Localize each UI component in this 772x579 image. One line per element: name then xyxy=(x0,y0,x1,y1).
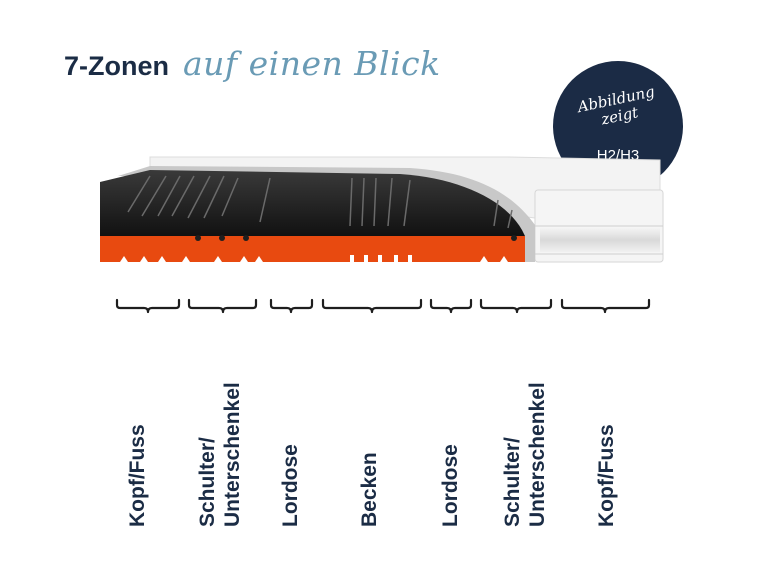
zone-label-line: Unterschenkel xyxy=(526,382,549,527)
zone-braces xyxy=(115,298,651,314)
zone-label-schulter-right: Schulter/ Unterschenkel xyxy=(500,382,549,527)
zone-label-kopf-fuss-right: Kopf/Fuss xyxy=(595,424,618,527)
zone-label-line: Kopf/Fuss xyxy=(126,424,149,527)
foam-base xyxy=(100,236,525,262)
brace-6 xyxy=(479,298,553,314)
title: 7-Zonen auf einen Blick xyxy=(64,44,441,83)
brace-3 xyxy=(269,298,314,314)
zone-label-line: Becken xyxy=(358,452,381,527)
foam-core xyxy=(100,170,525,236)
zone-label-line: Schulter/ xyxy=(501,437,524,527)
title-script: auf einen Blick xyxy=(183,44,441,83)
brace-7 xyxy=(560,298,651,314)
zone-label-schulter-left: Schulter/ Unterschenkel xyxy=(195,382,244,527)
brace-5 xyxy=(429,298,473,314)
brace-4 xyxy=(321,298,423,314)
zone-label-line: Schulter/ xyxy=(196,437,219,527)
zone-label-lordose-left: Lordose xyxy=(279,444,302,527)
zone-label-line: Kopf/Fuss xyxy=(595,424,618,527)
brace-1 xyxy=(115,298,181,314)
zone-label-kopf-fuss-left: Kopf/Fuss xyxy=(126,424,149,527)
zone-label-becken: Becken xyxy=(358,452,381,527)
brace-2 xyxy=(187,298,258,314)
zone-label-line: Unterschenkel xyxy=(221,382,244,527)
base-holes xyxy=(195,235,517,241)
title-bold: 7-Zonen xyxy=(64,51,169,81)
zone-label-lordose-right: Lordose xyxy=(439,444,462,527)
cover-side-mesh xyxy=(540,228,660,252)
zone-cuts xyxy=(127,175,513,229)
zone-label-line: Lordose xyxy=(439,444,462,527)
zone-label-line: Lordose xyxy=(279,444,302,527)
base-notches xyxy=(120,255,508,262)
